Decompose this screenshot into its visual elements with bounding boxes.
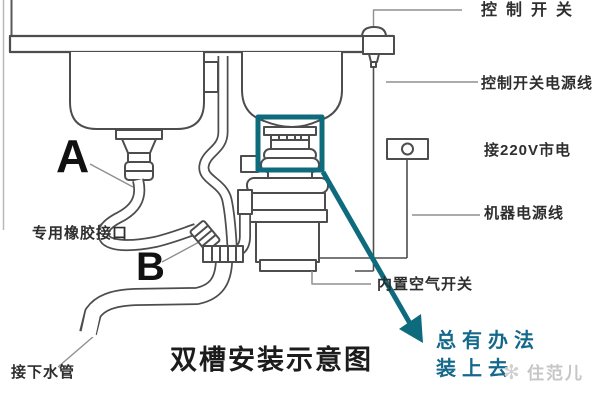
junction-fitting [202,245,244,263]
annotation-line-1: 总有办法 [436,330,540,352]
sink-strainer-a [115,129,163,181]
watermark-brand: 住范儿 [527,364,584,383]
label-220v-mains: 接220V市电 [484,142,572,159]
discharge-elbow [234,189,253,257]
label-machine-power-line: 机器电源线 [484,205,565,222]
label-part-a: A [56,130,90,182]
highlight-arrow [320,170,423,343]
power-socket [386,138,429,160]
countertop [8,34,395,54]
drain-hose [97,178,198,252]
highlight-box [255,114,325,173]
disposer-body [240,155,329,272]
overflow-tailpiece [203,61,219,93]
label-part-b: B [136,245,165,289]
diagram-title: 双槽安装示意图 [170,345,373,375]
label-built-in-air-switch: 内置空气开关 [377,276,474,293]
control-switch [361,26,395,68]
label-control-switch: 控制开关 [481,2,582,19]
label-control-switch-power-line: 控制开关电源线 [481,75,594,92]
coupling-b [189,220,221,252]
dishwasher-inlet-stub [240,155,259,173]
watermark-sparkle-icon: ✻ [503,362,520,384]
label-rubber-joint: 专用橡胶接口 [32,225,129,242]
floor-drain-pipe [79,261,233,338]
disposer-unit [240,126,329,272]
left-sink-bowl [69,52,205,130]
frame-lines [2,0,13,230]
label-drain-pipe: 接下水管 [11,364,76,381]
annotation-line-2: 装上去 [436,358,514,380]
air-switch-leader [311,271,371,285]
standpipe [198,56,238,246]
